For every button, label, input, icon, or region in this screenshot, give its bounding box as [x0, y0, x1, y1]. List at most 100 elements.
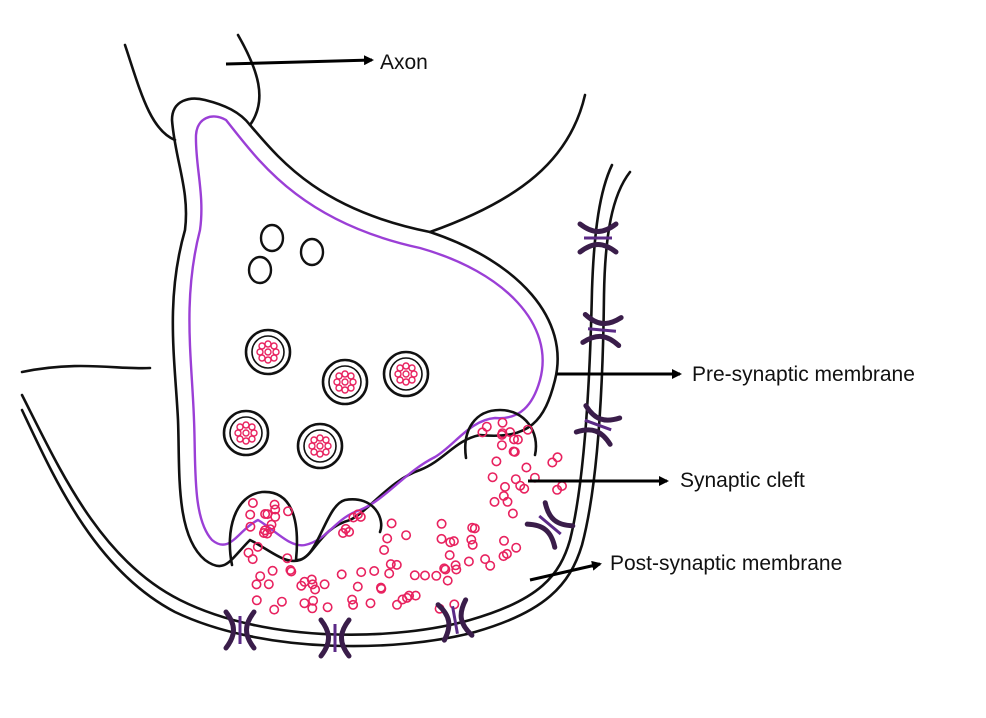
neurotransmitter [269, 604, 280, 615]
neurotransmitter [519, 483, 530, 494]
post-synaptic-label: Post-synaptic membrane [610, 552, 842, 575]
receptor-stroke [458, 597, 475, 638]
neurotransmitter [369, 565, 380, 576]
neurotransmitter [348, 599, 359, 610]
neurotransmitter [379, 544, 390, 555]
neurotransmitter [451, 564, 462, 575]
neurotransmitter [376, 583, 387, 594]
neurotransmitter [442, 575, 453, 586]
neurotransmitter [497, 428, 508, 439]
neurotransmitter [336, 569, 347, 580]
neurotransmitter [270, 504, 281, 515]
neurotransmitter [547, 457, 558, 468]
neurotransmitter [382, 533, 393, 544]
neurotransmitter [466, 534, 477, 545]
neurotransmitter [445, 537, 456, 548]
receptor-stroke [451, 605, 459, 635]
neurotransmitter [477, 427, 488, 438]
neurotransmitter [252, 541, 263, 552]
neurotransmitter [263, 579, 274, 590]
receptors [223, 221, 624, 659]
neurotransmitter [319, 579, 330, 590]
neurotransmitter [521, 462, 532, 473]
neurotransmitter [245, 521, 256, 532]
receptor [318, 617, 352, 659]
axon-arrow [225, 55, 374, 66]
neurotransmitter [522, 424, 533, 435]
neurotransmitter [444, 550, 455, 561]
synaptic-cleft-label: Synaptic cleft [680, 469, 805, 492]
filled-vesicle [244, 328, 292, 376]
vesicle-molecule [270, 354, 278, 362]
neurotransmitter [255, 571, 266, 582]
neurotransmitter [487, 472, 498, 483]
axon-label: Axon [380, 51, 428, 74]
synaptic-cleft-annotation: Synaptic cleft [528, 469, 805, 492]
synaptic-cleft-folds [228, 408, 538, 567]
neurotransmitter [410, 590, 421, 601]
neurotransmitter [507, 508, 518, 519]
receptor-stroke [584, 418, 612, 432]
vesicle-molecule [408, 376, 416, 384]
neurotransmitter [480, 554, 491, 565]
filled-vesicle [222, 409, 270, 457]
neurotransmitter [352, 509, 363, 520]
receptor-stroke [318, 617, 331, 659]
surrounding-cell-outline [20, 33, 587, 374]
neurotransmitter [404, 590, 415, 601]
neurotransmitter [508, 434, 519, 445]
neurotransmitter [489, 496, 500, 507]
neurotransmitter [337, 527, 348, 538]
neurotransmitter [463, 556, 474, 567]
neurotransmitter [391, 559, 402, 570]
neurotransmitter [384, 568, 395, 579]
neurotransmitter [245, 509, 256, 520]
neurotransmitter [497, 417, 508, 428]
neurotransmitter [258, 527, 269, 538]
neurotransmitter [401, 592, 412, 603]
receptor [524, 500, 576, 550]
receptor-stroke [538, 514, 562, 536]
receptor-stroke [577, 221, 619, 234]
neurotransmitter [299, 598, 310, 609]
vesicle-molecule [248, 435, 256, 443]
neurotransmitter [282, 553, 293, 564]
receptor-stroke [583, 403, 623, 423]
neurotransmitter [344, 526, 355, 537]
vesicle-molecule [402, 370, 410, 378]
receptor-stroke [223, 609, 236, 651]
axon-annotation: Axon [225, 51, 428, 74]
neurotransmitter [347, 594, 358, 605]
receptor [573, 403, 623, 447]
receptor-stroke [524, 521, 558, 550]
vesicle-molecule [341, 378, 349, 386]
post-synaptic-arrow [529, 560, 602, 582]
neurotransmitter [355, 511, 366, 522]
receptor-stroke [542, 500, 576, 529]
vesicle-molecule [242, 429, 250, 437]
neurotransmitter [247, 554, 258, 565]
filled-vesicle [321, 358, 369, 406]
receptor-stroke [573, 427, 613, 447]
neurotransmitter [352, 581, 363, 592]
neurotransmitter [356, 567, 367, 578]
neurotransmitter [552, 452, 563, 463]
receptor [223, 609, 257, 651]
empty-vesicle [259, 223, 285, 253]
neurotransmitter [269, 499, 280, 510]
filled-vesicle [382, 350, 430, 398]
neurotransmitter [409, 570, 420, 581]
neurotransmitter [498, 551, 509, 562]
neurotransmitter [307, 603, 318, 614]
neurotransmitter [509, 446, 520, 457]
neurotransmitter [485, 560, 496, 571]
vesicle-molecule [264, 348, 272, 356]
receptor-stroke [339, 617, 352, 659]
pre-synaptic-annotation: Pre-synaptic membrane [557, 363, 915, 386]
empty-vesicles [247, 223, 325, 285]
pre-synaptic-inner-membrane [188, 115, 544, 547]
neurotransmitter-molecules [243, 417, 567, 615]
empty-vesicle [247, 255, 273, 285]
receptor [577, 221, 619, 255]
